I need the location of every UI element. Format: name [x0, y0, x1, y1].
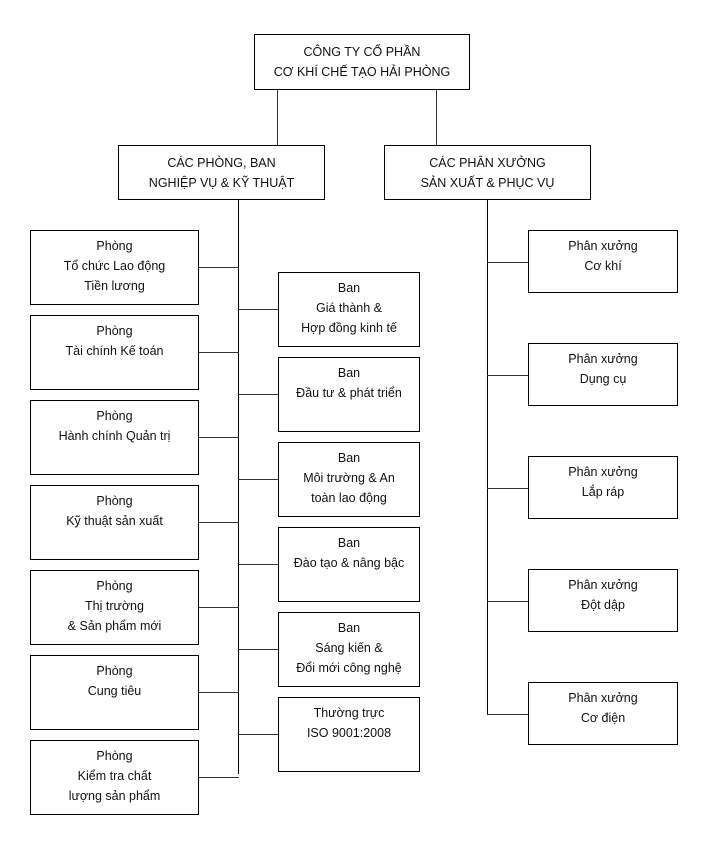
- department-connector: [199, 777, 239, 778]
- workshop-node-line-1: Phân xưởng: [568, 691, 638, 705]
- board-node-line-2: ISO 9001:2008: [306, 726, 392, 740]
- workshop-node-line-2: Cơ khí: [584, 259, 622, 273]
- board-connector: [238, 734, 278, 735]
- department-node-line-1: Phòng: [96, 664, 133, 678]
- board-connector: [238, 309, 278, 310]
- division-left-line-2: NGHIỆP VỤ & KỸ THUẬT: [148, 175, 295, 190]
- workshop-node-line-2: Đột dập: [581, 598, 625, 612]
- department-node-line-3: & Sản phẩm mới: [67, 619, 162, 633]
- board-node-line-3: Đổi mới công nghệ: [296, 661, 402, 675]
- board-connector: [238, 394, 278, 395]
- department-node-line-2: Cung tiêu: [87, 684, 142, 698]
- department-connector: [199, 267, 239, 268]
- workshop-node: Phân xưởng Cơ khí: [528, 230, 678, 293]
- department-node-line-3: Tiền lương: [84, 279, 145, 293]
- workshop-connector: [487, 488, 528, 489]
- department-node-line-1: Phòng: [96, 324, 133, 338]
- board-connector: [238, 479, 278, 480]
- division-workshops-node: CÁC PHÂN XƯỞNG SẢN XUẤT & PHỤC VỤ: [384, 145, 591, 200]
- workshop-node-line-2: Dụng cụ: [579, 372, 627, 386]
- workshop-connector: [487, 262, 528, 263]
- workshop-node-line-2: Cơ điện: [580, 711, 626, 725]
- department-connector: [199, 437, 239, 438]
- department-node-line-2: Thị trường: [85, 599, 144, 613]
- department-node-line-2: Tổ chức Lao động: [63, 259, 166, 273]
- workshop-node-line-1: Phân xưởng: [568, 352, 638, 366]
- department-node-line-1: Phòng: [96, 749, 133, 763]
- board-node-line-3: toàn lao động: [311, 491, 387, 505]
- workshop-node-line-1: Phân xưởng: [568, 578, 638, 592]
- workshop-node-line-1: Phân xưởng: [568, 239, 638, 253]
- workshop-node-line-1: Phân xưởng: [568, 465, 638, 479]
- department-node: Phòng Kỹ thuật sản xuất: [30, 485, 199, 560]
- division-right-line-1: CÁC PHÂN XƯỞNG: [429, 155, 546, 170]
- board-node-line-3: Hợp đồng kinh tế: [301, 321, 397, 335]
- board-node-line-1: Ban: [337, 621, 361, 635]
- department-node-line-2: Tài chính Kế toán: [65, 344, 164, 358]
- board-node-line-2: Môi trường & An: [303, 471, 395, 485]
- department-node-line-2: Hành chính Quản trị: [58, 429, 171, 443]
- division-right-line-2: SẢN XUẤT & PHỤC VỤ: [420, 175, 555, 190]
- board-node-line-2: Đào tạo & nâng bậc: [293, 556, 405, 570]
- workshop-connector: [487, 375, 528, 376]
- workshop-node: Phân xưởng Cơ điện: [528, 682, 678, 745]
- department-node-line-2: Kiểm tra chất: [77, 769, 152, 783]
- department-connector: [199, 692, 239, 693]
- department-connector: [199, 522, 239, 523]
- board-node-line-1: Ban: [337, 536, 361, 550]
- company-name-line-1: CÔNG TY CỔ PHẦN: [303, 45, 421, 59]
- board-node-line-1: Ban: [337, 281, 361, 295]
- board-node-line-1: Thường trực: [313, 706, 385, 720]
- workshop-node-line-2: Lắp ráp: [581, 485, 625, 499]
- department-node-line-2: Kỹ thuật sản xuất: [66, 514, 163, 528]
- company-name-line-2: CƠ KHÍ CHẾ TẠO HẢI PHÒNG: [273, 65, 451, 79]
- workshops-trunk: [487, 200, 488, 715]
- workshop-connector: [487, 601, 528, 602]
- division-left-line-1: CÁC PHÒNG, BAN: [167, 155, 276, 170]
- department-connector: [199, 607, 239, 608]
- workshop-connector: [487, 714, 528, 715]
- board-connector: [238, 564, 278, 565]
- board-node-line-2: Giá thành &: [315, 301, 382, 315]
- board-node-line-1: Ban: [337, 451, 361, 465]
- board-node-line-2: Sáng kiến &: [315, 641, 383, 655]
- department-node-line-1: Phòng: [96, 409, 133, 423]
- department-connector: [199, 352, 239, 353]
- division-departments-node: CÁC PHÒNG, BAN NGHIỆP VỤ & KỸ THUẬT: [118, 145, 325, 200]
- board-node-line-1: Ban: [337, 366, 361, 380]
- board-node-line-2: Đầu tư & phát triển: [296, 386, 402, 400]
- department-node-line-1: Phòng: [96, 494, 133, 508]
- department-node-line-1: Phòng: [96, 239, 133, 253]
- department-node-line-1: Phòng: [96, 579, 133, 593]
- connector-company-left: [277, 90, 278, 146]
- departments-trunk: [238, 200, 239, 774]
- company-node: CÔNG TY CỔ PHẦN CƠ KHÍ CHẾ TẠO HẢI PHÒNG: [254, 34, 470, 90]
- department-node-line-3: lượng sản phẩm: [68, 789, 161, 803]
- connector-company-right: [436, 90, 437, 146]
- board-connector: [238, 649, 278, 650]
